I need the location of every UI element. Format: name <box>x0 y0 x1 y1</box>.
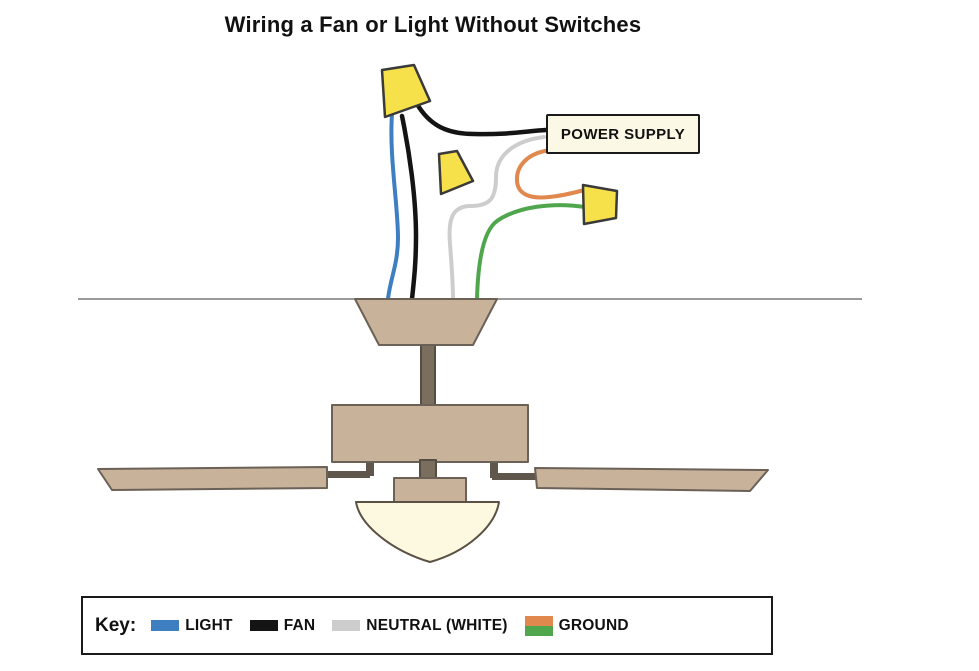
key-item-label: LIGHT <box>185 616 233 634</box>
light-swatch <box>151 620 180 631</box>
fan-swatch <box>249 620 278 631</box>
key-item-neutral: NEUTRAL (WHITE) <box>332 617 507 635</box>
ground-wire-green <box>475 203 587 301</box>
ground-swatch <box>524 615 553 636</box>
blade-arm-right <box>492 473 538 480</box>
ground-swatch-green <box>524 625 553 636</box>
canopy <box>354 298 498 346</box>
fan-wire-down <box>399 113 419 302</box>
downrod <box>420 343 436 408</box>
ground-swatch-orange <box>524 615 553 626</box>
neutral-swatch <box>332 620 361 631</box>
page-title: Wiring a Fan or Light Without Switches <box>224 12 642 37</box>
fan-wire-supply <box>414 101 549 137</box>
blade-arm-right-vertical <box>490 461 498 478</box>
blade-arm-left-vertical <box>366 461 374 476</box>
key-item-fan: FAN <box>249 616 316 635</box>
neutral-wire <box>447 135 546 301</box>
light-wire <box>386 112 400 301</box>
key-item-ground: GROUND <box>524 615 629 636</box>
wire-nut-middle <box>437 149 475 196</box>
key-item-label: FAN <box>283 616 316 634</box>
motor-housing <box>331 404 529 463</box>
key-item-light: LIGHT <box>151 617 233 635</box>
wire-nut-right <box>581 183 619 226</box>
ground-wire-orange <box>514 148 587 200</box>
blade-arm-left <box>322 471 370 478</box>
fan-blade-right <box>534 467 769 492</box>
key-box: Key: LIGHT FAN NEUTRAL (WHITE) GROUND <box>81 596 773 655</box>
light-fitter <box>393 477 467 504</box>
key-title: Key: <box>95 614 137 636</box>
light-globe <box>355 501 500 563</box>
key-item-label: NEUTRAL (WHITE) <box>366 616 508 634</box>
fan-blade-left <box>97 466 328 491</box>
key-item-label: GROUND <box>558 616 629 634</box>
power-supply-label: POWER SUPPLY <box>546 114 700 154</box>
wire-nut-left <box>380 63 432 119</box>
